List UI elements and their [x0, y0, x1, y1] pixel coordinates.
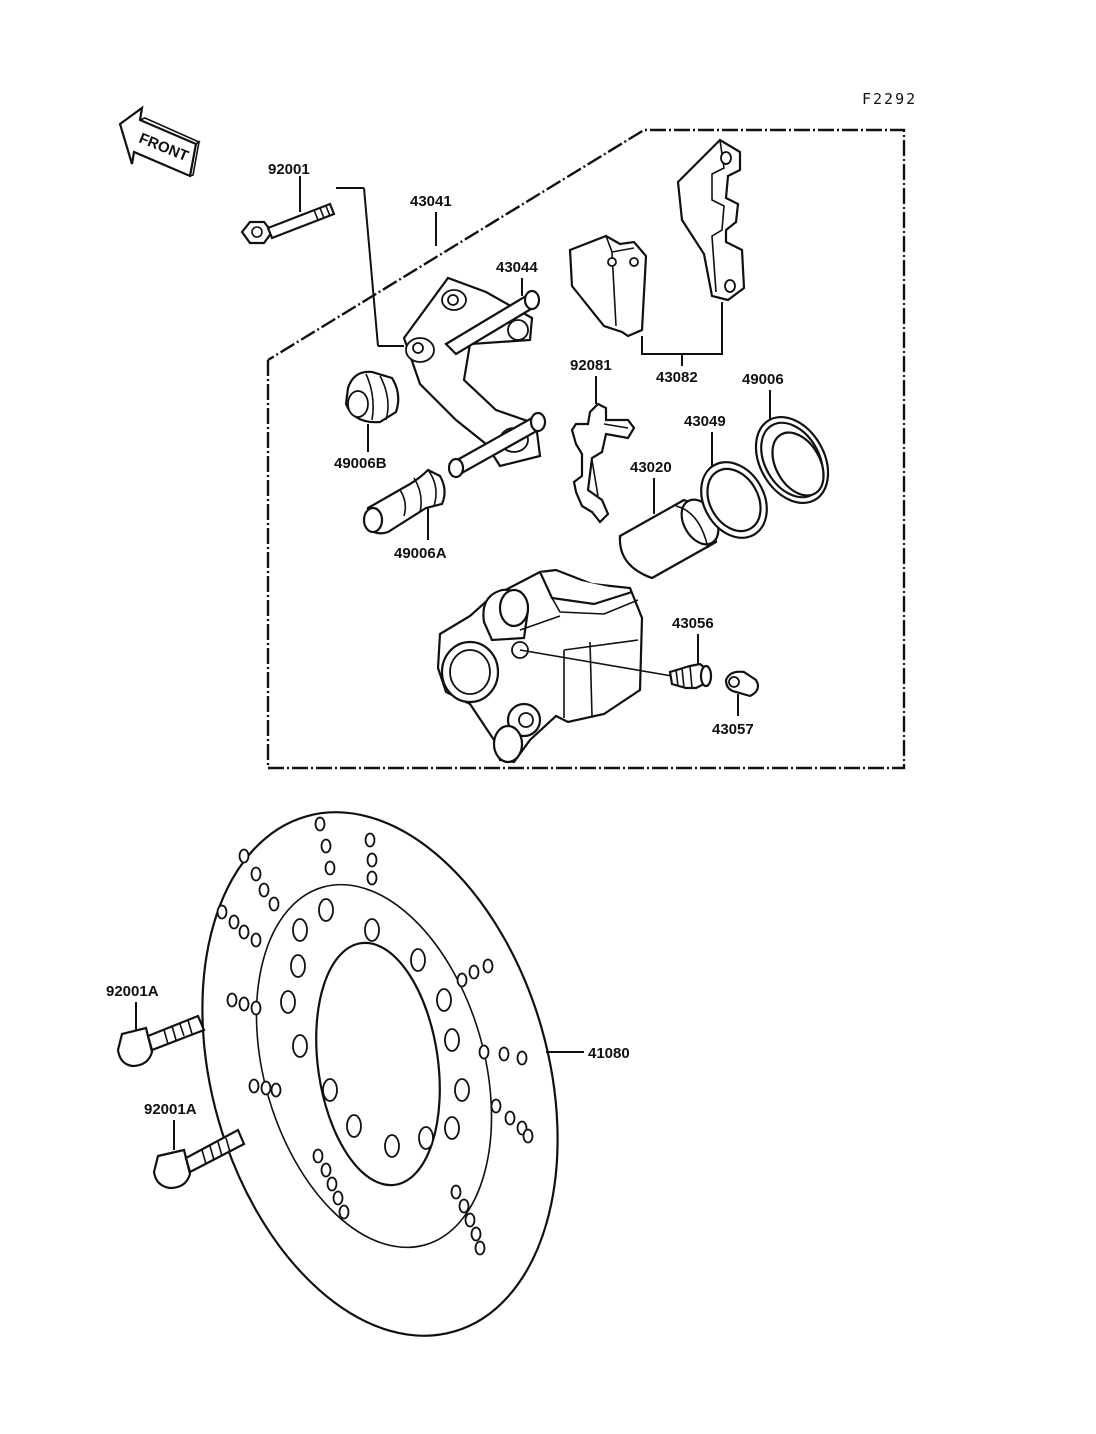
label-43041: 43041 [410, 193, 452, 210]
disc-vent-hole [270, 1082, 282, 1098]
disc-vent-hole [516, 1050, 528, 1066]
front-arrow-icon: FRONT [118, 105, 201, 178]
disc-vent-hole [470, 1226, 482, 1242]
disc-vent-hole [320, 838, 332, 854]
figure-code: F2292 [862, 90, 917, 108]
disc-vent-hole [458, 1198, 470, 1214]
disc-vent-hole [260, 1080, 272, 1096]
label-49006A: 49006A [394, 545, 447, 562]
label-92001A-upper: 92001A [106, 983, 159, 1000]
bleed-valve-43056 [668, 662, 713, 690]
label-92001: 92001 [268, 161, 310, 178]
caliper-holder-43041 [402, 276, 547, 479]
disc-vent-hole [468, 964, 480, 980]
disc-hole [384, 1134, 400, 1158]
disc-vent-hole [238, 924, 250, 940]
bolt-92001A-upper [116, 1014, 206, 1068]
disc-vent-hole [366, 870, 378, 886]
disc-vent-hole [238, 848, 250, 864]
disc-hole [322, 1078, 338, 1102]
disc-hole [418, 1126, 434, 1150]
disc-vent-hole [248, 1078, 260, 1094]
label-43049: 43049 [684, 413, 726, 430]
disc-hole [436, 988, 452, 1012]
bolt-92001A-lower [152, 1128, 246, 1190]
disc-hole [290, 954, 306, 978]
disc-vent-hole [456, 972, 468, 988]
disc-vent-hole [250, 932, 262, 948]
label-92001A-lower: 92001A [144, 1101, 197, 1118]
disc-vent-hole [324, 860, 336, 876]
disc-hole [454, 1078, 470, 1102]
disc-hole [444, 1028, 460, 1052]
disc-hole [346, 1114, 362, 1138]
bleed-cap-43057 [724, 670, 760, 698]
label-43020: 43020 [630, 459, 672, 476]
disc-vent-hole [364, 832, 376, 848]
disc-hole [292, 918, 308, 942]
disc-vent-hole [338, 1204, 350, 1220]
disc-vent-hole [226, 992, 238, 1008]
disc-vent-hole [314, 816, 326, 832]
disc-vent-hole [504, 1110, 516, 1126]
label-43082: 43082 [656, 369, 698, 386]
disc-vent-hole [450, 1184, 462, 1200]
disc-vent-hole [522, 1128, 534, 1144]
label-43044: 43044 [496, 259, 538, 276]
disc-vent-hole [320, 1162, 332, 1178]
disc-hole [444, 1116, 460, 1140]
disc-hole [318, 898, 334, 922]
label-43056: 43056 [672, 615, 714, 632]
disc-hole [410, 948, 426, 972]
disc-hole [292, 1034, 308, 1058]
seal-43049 [700, 461, 768, 539]
brake-pad-outer [676, 138, 746, 302]
disc-vent-hole [326, 1176, 338, 1192]
disc-vent-hole [228, 914, 240, 930]
caliper-assembly-boundary [266, 128, 906, 770]
disc-vent-hole [482, 958, 494, 974]
label-43057: 43057 [712, 721, 754, 738]
bolt-92001 [240, 176, 404, 347]
brake-pad-inner [568, 234, 648, 338]
disc-vent-hole [332, 1190, 344, 1206]
pad-spring-92081 [570, 402, 636, 524]
disc-vent-hole [268, 896, 280, 912]
disc-vent-hole [258, 882, 270, 898]
label-49006: 49006 [742, 371, 784, 388]
disc-hole [364, 918, 380, 942]
boot-49006A [362, 468, 446, 535]
disc-vent-hole [238, 996, 250, 1012]
disc-vent-hole [478, 1044, 490, 1060]
label-92081: 92081 [570, 357, 612, 374]
boot-49006B [344, 370, 400, 424]
disc-vent-hole [464, 1212, 476, 1228]
dust-seal-49006 [754, 415, 830, 505]
disc-vent-hole [366, 852, 378, 868]
disc-vent-hole [312, 1148, 324, 1164]
brake-disc-41080 [201, 811, 559, 1337]
disc-vent-hole [490, 1098, 502, 1114]
caliper-body [436, 568, 644, 764]
disc-vent-hole [216, 904, 228, 920]
disc-vent-hole [498, 1046, 510, 1062]
disc-vent-hole [250, 866, 262, 882]
disc-vent-hole [250, 1000, 262, 1016]
label-49006B: 49006B [334, 455, 387, 472]
disc-vent-hole [474, 1240, 486, 1256]
label-41080: 41080 [588, 1045, 630, 1062]
disc-hole [280, 990, 296, 1014]
